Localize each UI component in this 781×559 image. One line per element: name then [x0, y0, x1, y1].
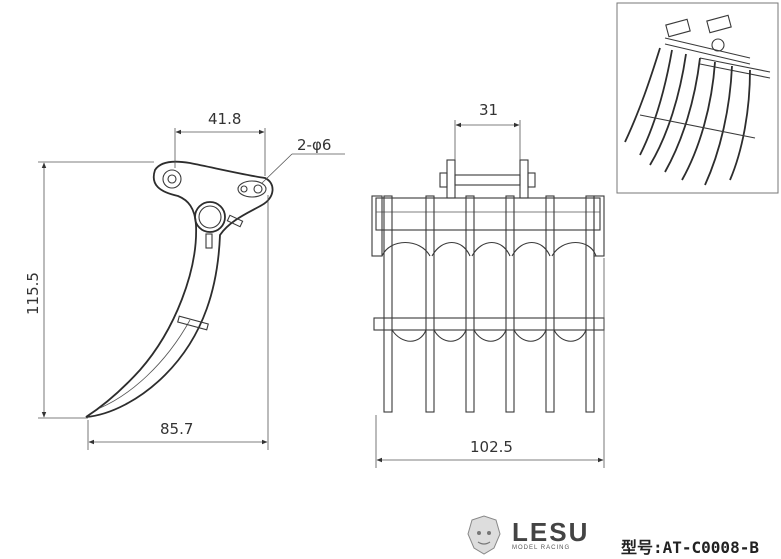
front-mount-plate-left [446, 159, 456, 199]
dim-height: 115.5 [24, 272, 42, 315]
center-hub [194, 201, 226, 233]
dim-front-pin-width: 31 [479, 101, 498, 119]
lion-logo-icon [467, 515, 501, 555]
front-view: 31 102.5 [371, 101, 605, 468]
front-top-beam [375, 197, 601, 231]
dim-front-width: 102.5 [470, 438, 513, 456]
model-number: 型号:AT-C0008-B [621, 538, 759, 557]
front-mount-plate-right [519, 159, 529, 199]
tooth-pin [177, 315, 209, 331]
right-pin-boss [237, 180, 267, 198]
brand-wordmark: LESU [512, 517, 590, 547]
isometric-inset [616, 2, 779, 194]
dim-hole-spec: 2-φ6 [297, 136, 331, 154]
brand-subtitle: MODEL RACING [512, 545, 571, 551]
dim-side-width: 85.7 [160, 420, 193, 438]
side-view-tooth-outline [85, 160, 274, 418]
left-pin-boss [162, 169, 182, 189]
side-view: 41.8 2-φ6 115.5 85.7 [24, 110, 345, 450]
front-lower-bar [373, 317, 605, 331]
dim-top-hole-spacing: 41.8 [208, 110, 241, 128]
isometric-frame [616, 2, 779, 194]
front-tines [383, 195, 595, 413]
